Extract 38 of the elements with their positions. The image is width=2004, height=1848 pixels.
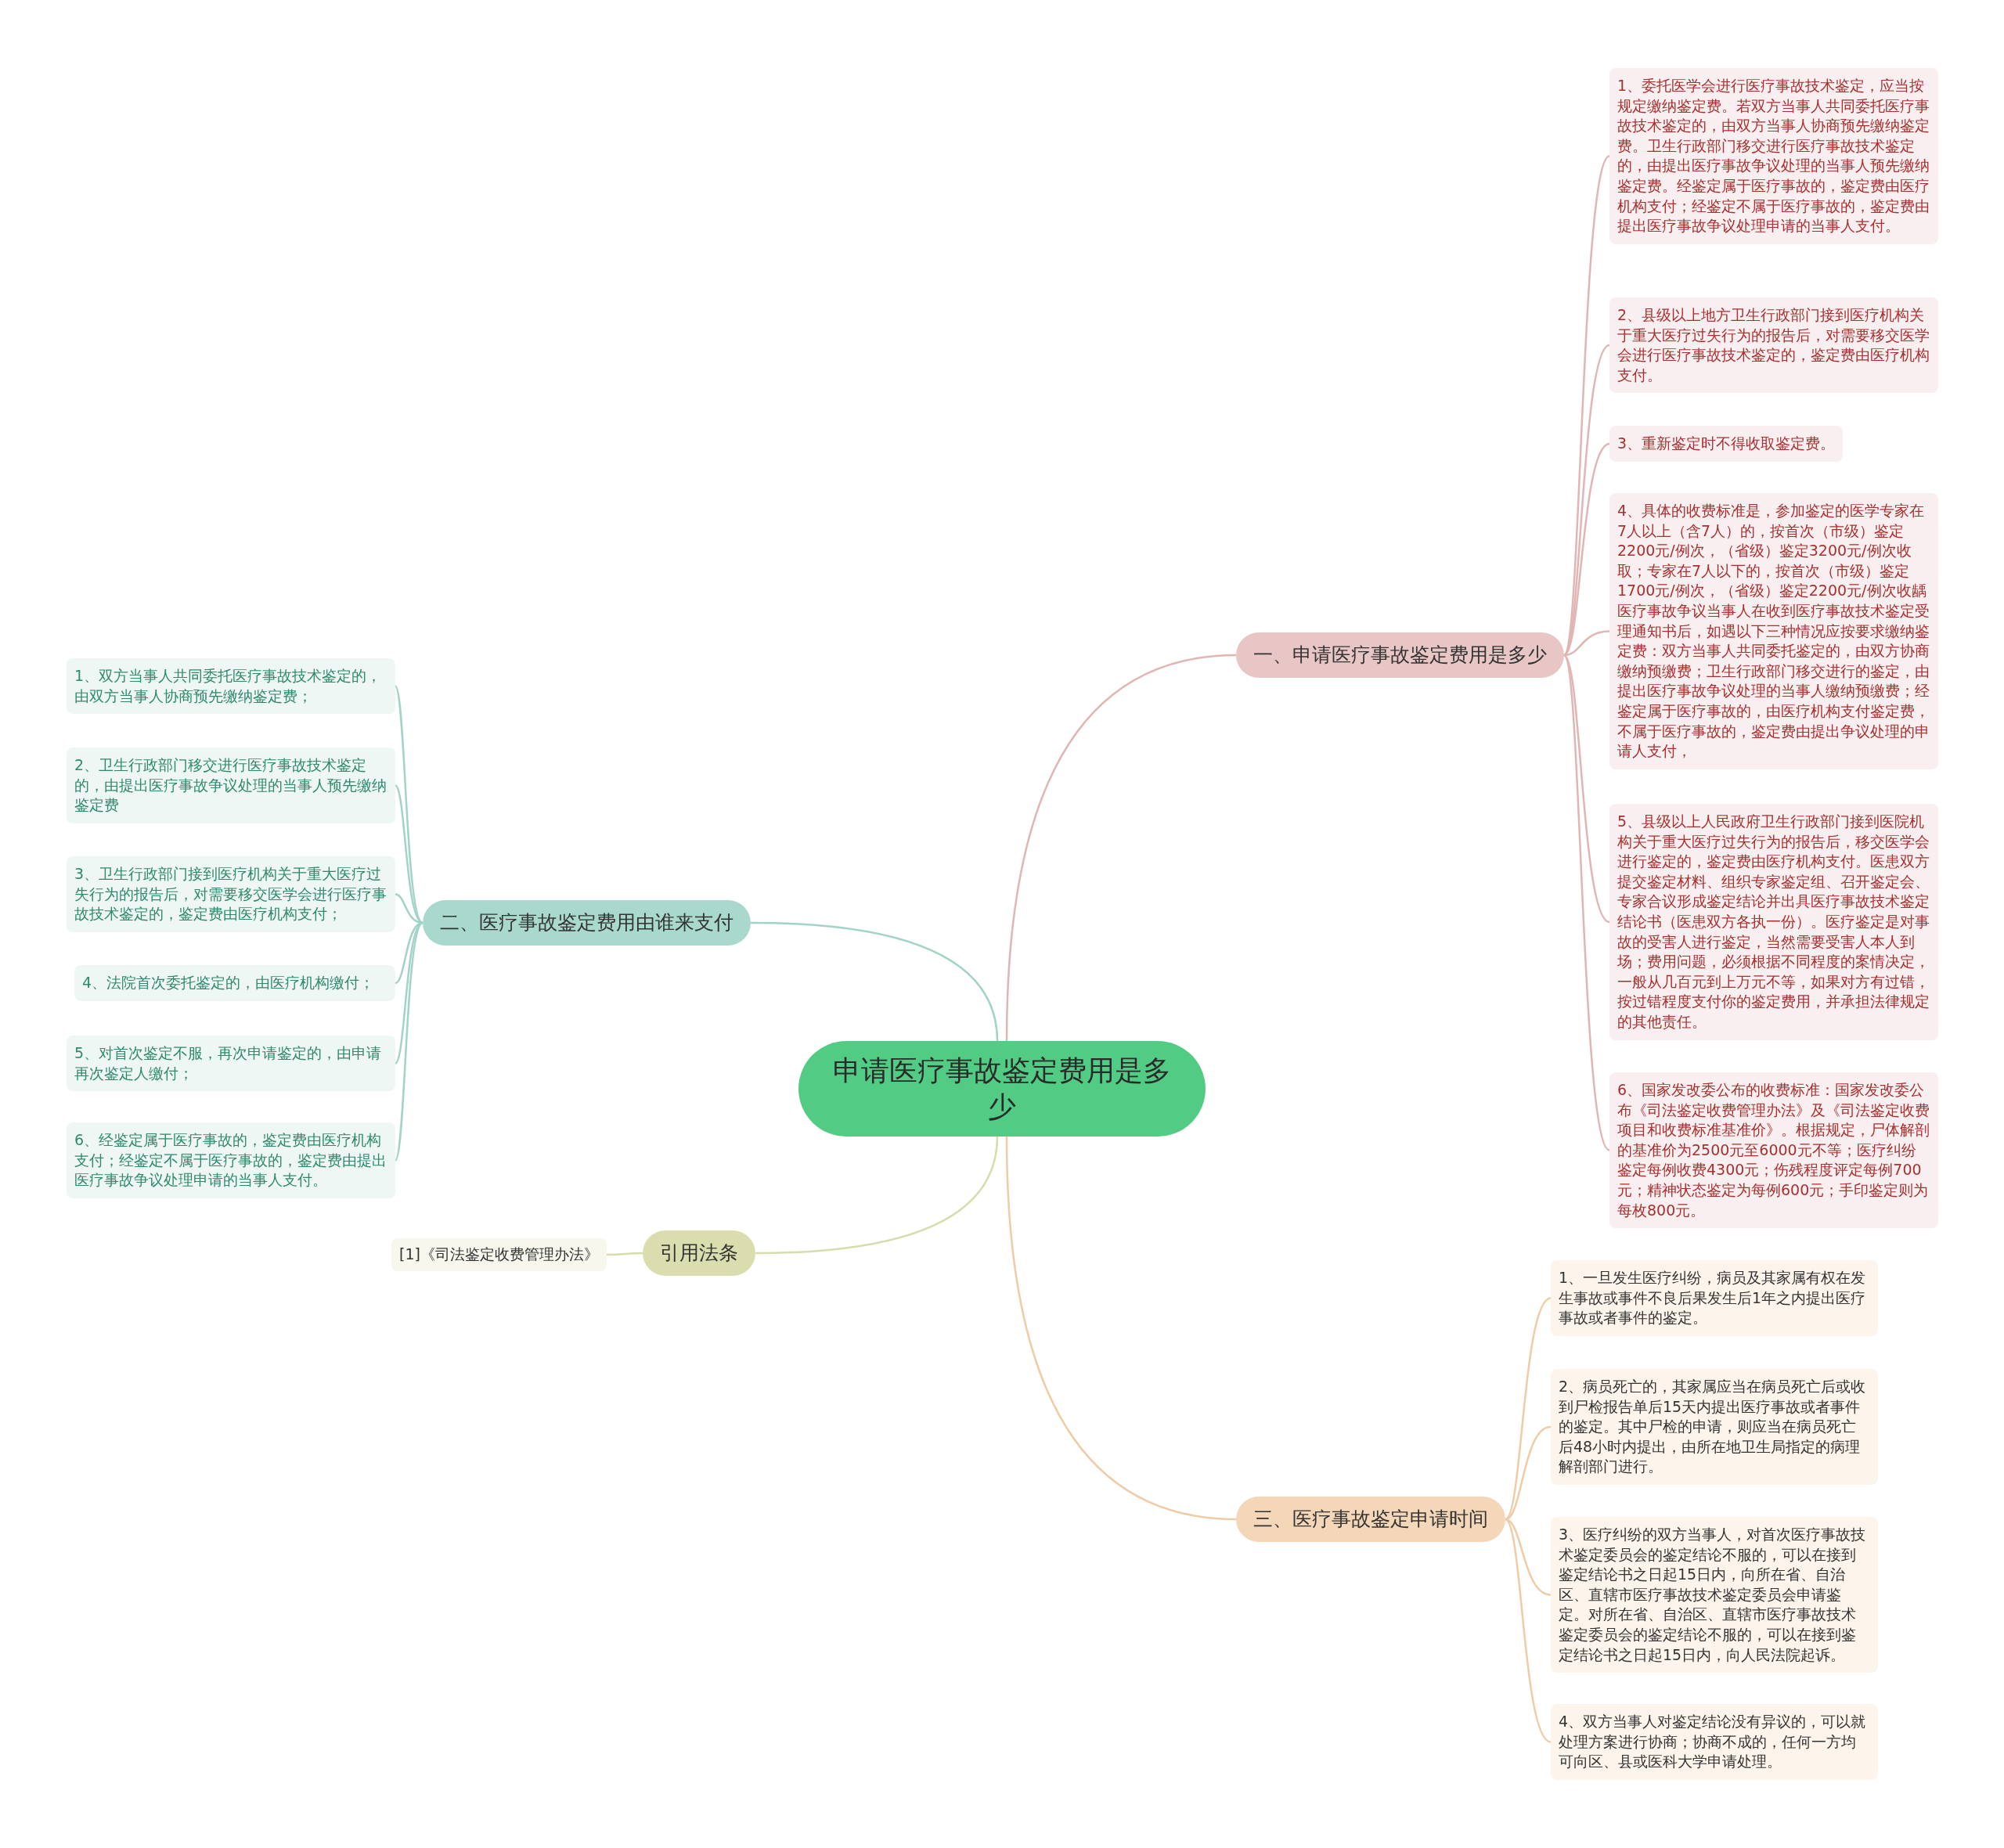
branch-topic: 二、医疗事故鉴定费用由谁来支付 [423, 900, 751, 946]
note-card: 2、病员死亡的，其家属应当在病员死亡后或收到尸检报告单后15天内提出医疗事故或者事件的鉴定。其中尸检的申请，则应当在病员死亡后48小时内提出，由所在地卫生局指定的病理解剖部门进行。 [1551, 1369, 1878, 1485]
note-card: 1、委托医学会进行医疗事故技术鉴定，应当按规定缴纳鉴定费。若双方当事人共同委托医疗事故技术鉴定的，由双方当事人协商预先缴纳鉴定费。卫生行政部门移交进行医疗事故技术鉴定的，由提出医疗事故争议处理的当事人预先缴纳鉴定费。经鉴定属于医疗事故的，鉴定费由医疗机构支付；经鉴定不属于医疗事故的，鉴定费由提出医疗事故争议处理申请的当事人支付。 [1609, 68, 1938, 244]
connector-line [394, 922, 424, 1162]
connector-line [1563, 630, 1610, 657]
connector-line [607, 1252, 643, 1256]
connector-line [1005, 1136, 1237, 1521]
note-card: 2、县级以上地方卫生行政部门接到医疗机构关于重大医疗过失行为的报告后，对需要移交医学会进行医疗事故技术鉴定的，鉴定费由医疗机构支付。 [1609, 297, 1938, 394]
branch-topic: 引用法条 [643, 1230, 755, 1276]
reference-card: [1]《司法鉴定收费管理办法》 [391, 1238, 607, 1271]
connector-line [750, 921, 999, 1042]
note-card: 1、双方当事人共同委托医疗事故技术鉴定的，由双方当事人协商预先缴纳鉴定费； [67, 658, 395, 715]
note-card: 2、卫生行政部门移交进行医疗事故技术鉴定的，由提出医疗事故争议处理的当事人预先缴纳鉴定费 [67, 747, 395, 823]
connector-line [394, 685, 424, 924]
note-card: 5、对首次鉴定不服，再次申请鉴定的，由申请再次鉴定人缴付； [67, 1036, 395, 1092]
branch-topic: 三、医疗事故鉴定申请时间 [1236, 1497, 1505, 1542]
connector-line [1505, 1518, 1552, 1596]
connector-line [1005, 654, 1237, 1042]
connector-line [755, 1136, 999, 1255]
connector-line [1562, 654, 1611, 1151]
note-card: 3、重新鉴定时不得收取鉴定费。 [1609, 426, 1844, 462]
note-card: 5、县级以上人民政府卫生行政部门接到医院机构关于重大医疗过失行为的报告后，移交医学会进行鉴定的，鉴定费由医疗机构支付。医患双方提交鉴定材料、组织专家鉴定组、召开鉴定会、专家合议形成鉴定结论并出具医疗事故技术鉴定结论书（医患双方各执一份）。医疗鉴定是对事故的受害人进行鉴定，当然需要受害人本人到场；费用问题，必须根据不同程度的案情决定，一般从几百元到上万元不等，如果对方有过错，按过错程度支付你的鉴定费用，并承担法律规定的其他责任。 [1609, 804, 1938, 1040]
note-card: 6、国家发改委公布的收费标准：国家发改委公布《司法鉴定收费管理办法》及《司法鉴定收费项目和收费标准基准价》。根据规定，尸体解剖的基准价为2500元至6000元不等；医疗纠纷鉴定每例收费4300元；伤残程度评定每例700元；精神状态鉴定为每例600元；手印鉴定则为每枚800元。 [1609, 1072, 1938, 1229]
connector-line [1505, 1297, 1552, 1520]
note-card: 1、一旦发生医疗纠纷，病员及其家属有权在发生事故或事件不良后果发生后1年之内提出医疗事故或者事件的鉴定。 [1551, 1260, 1878, 1336]
connector-line [1505, 1518, 1552, 1743]
connector-line [1562, 344, 1610, 656]
connector-line [1562, 155, 1611, 656]
note-card: 3、医疗纠纷的双方当事人，对首次医疗事故技术鉴定委员会的鉴定结论不服的，可以在接到鉴定结论书之日起15日内，向所在省、自治区、直辖市医疗事故技术鉴定委员会申请鉴定。对所在省、自治区、直辖市医疗事故技术鉴定委员会的鉴定结论不服的，可以在接到鉴定结论书之日起15日内，向人民法院起诉。 [1551, 1517, 1878, 1673]
branch-topic: 一、申请医疗事故鉴定费用是多少 [1236, 632, 1564, 678]
note-card: 4、双方当事人对鉴定结论没有异议的，可以就处理方案进行协商；协商不成的，任何一方均可向区、县或医科大学申请处理。 [1551, 1704, 1878, 1780]
note-card: 3、卫生行政部门接到医疗机构关于重大医疗过失行为的报告后，对需要移交医学会进行医疗事故技术鉴定的，鉴定费由医疗机构支付； [67, 856, 395, 932]
central-topic: 申请医疗事故鉴定费用是多少 [798, 1041, 1206, 1137]
connector-line [1563, 654, 1610, 923]
note-card: 4、具体的收费标准是，参加鉴定的医学专家在7人以上（含7人）的，按首次（市级）鉴定2200元/例次，（省级）鉴定3200元/例次收取；专家在7人以下的，按首次（市级）鉴定1700元/例次，（省级）鉴定2200元/例次收龋医疗事故争议当事人在收到医疗事故技术鉴定受理通知书后，如遇以下三种情况应按要求缴纳鉴定费：双方当事人共同委托鉴定的，由双方协商缴纳预缴费；卫生行政部门移交进行的鉴定，由提出医疗事故争议处理的当事人缴纳预缴费；经鉴定属于医疗事故的，由医疗机构支付鉴定费，不属于医疗事故的，鉴定费由提出争议处理的申请人支付， [1609, 493, 1938, 769]
connector-line [1505, 1425, 1552, 1521]
note-card: 6、经鉴定属于医疗事故的，鉴定费由医疗机构支付；经鉴定不属于医疗事故的，鉴定费由提出医疗事故争议处理申请的当事人支付。 [67, 1122, 395, 1198]
note-card: 4、法院首次委托鉴定的，由医疗机构缴付； [74, 965, 395, 1001]
